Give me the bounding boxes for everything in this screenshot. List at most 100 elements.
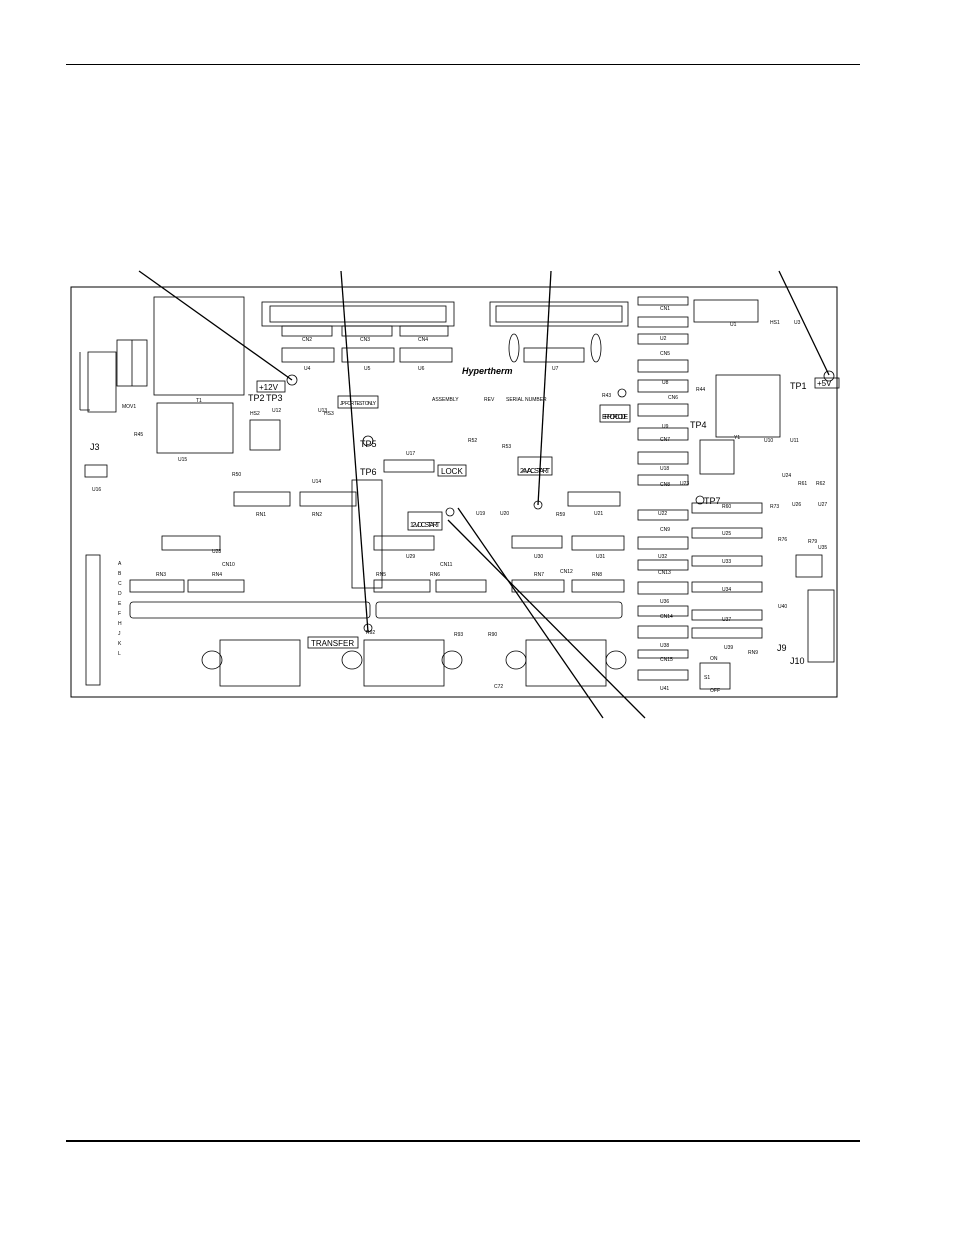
rn-rn8: RN8 xyxy=(592,572,602,578)
misc-r62: R62 xyxy=(816,481,825,487)
callout-line-transfer xyxy=(340,270,369,633)
misc-r76: R76 xyxy=(778,537,787,543)
cn-cn2: CN2 xyxy=(302,337,312,343)
cn-cn9: CN9 xyxy=(660,527,670,533)
cn-cn11: CN11 xyxy=(440,562,453,568)
u-u4: U4 xyxy=(304,366,311,372)
u-u21: U21 xyxy=(594,511,603,517)
misc-t1: T1 xyxy=(196,398,202,404)
row-b: B xyxy=(118,571,122,577)
edge-connector xyxy=(85,554,101,686)
row-a: A xyxy=(118,561,122,567)
silk-on: ON xyxy=(710,656,718,662)
connector-j10 xyxy=(807,589,835,663)
cn-cn4: CN4 xyxy=(418,337,428,343)
small-part xyxy=(84,464,108,478)
led-markers xyxy=(286,370,835,633)
u-u18: U18 xyxy=(660,466,669,472)
misc-y1: Y1 xyxy=(734,435,740,441)
crystal-y1 xyxy=(699,439,735,475)
u-u34: U34 xyxy=(722,587,731,593)
u-u3: U3 xyxy=(794,320,801,326)
callout-line-24vac xyxy=(537,270,552,506)
led-24vac xyxy=(533,500,543,510)
tp-tp2: TP2 xyxy=(248,393,265,403)
u-u19: U19 xyxy=(476,511,485,517)
u-u8: U8 xyxy=(662,380,669,386)
misc-r43: R43 xyxy=(602,393,611,399)
ic-u4 xyxy=(281,347,335,363)
u-u40: U40 xyxy=(778,604,787,610)
tp-tp1: TP1 xyxy=(790,381,807,391)
header-connector-right xyxy=(489,301,629,327)
cn-cn7: CN7 xyxy=(660,437,670,443)
top-rule xyxy=(66,64,860,65)
cn-cn5: CN5 xyxy=(660,351,670,357)
u-u38: U38 xyxy=(660,643,669,649)
misc-c72: C72 xyxy=(494,684,503,690)
cn-cn14: CN14 xyxy=(660,614,673,620)
u-u29: U29 xyxy=(406,554,415,560)
callout-line-5v xyxy=(778,270,830,376)
relay-middle xyxy=(363,639,445,687)
label-12v: +12V xyxy=(259,383,279,392)
callout-line-12v xyxy=(138,270,293,381)
misc-r50: R50 xyxy=(232,472,241,478)
label-error-code: ERROR CODE xyxy=(602,414,628,421)
relay-right xyxy=(525,639,607,687)
bottom-rule xyxy=(66,1140,860,1142)
callout-line-12vdc xyxy=(457,507,604,719)
u-u7: U7 xyxy=(552,366,559,372)
u-u15: U15 xyxy=(178,457,187,463)
u-u33: U33 xyxy=(722,559,731,565)
misc-r60: R60 xyxy=(722,504,731,510)
cn-cn15: CN15 xyxy=(660,657,673,663)
cn-cn3: CN3 xyxy=(360,337,370,343)
tp-tp5: TP5 xyxy=(360,439,377,449)
u-u39: U39 xyxy=(724,645,733,651)
tp7-circle xyxy=(695,495,705,505)
misc-s1: S1 xyxy=(704,675,710,681)
brand-logo-text: Hypertherm xyxy=(462,366,513,376)
row-j: J xyxy=(118,631,121,637)
connector-j10-label: J10 xyxy=(790,656,805,666)
u-u2: U2 xyxy=(660,336,667,342)
board-outline xyxy=(70,286,838,698)
u-u17: U17 xyxy=(406,451,415,457)
u-u27: U27 xyxy=(818,502,827,508)
tp-tp3: TP3 xyxy=(266,393,283,403)
u-u16: U16 xyxy=(92,487,101,493)
cn-cn13: CN13 xyxy=(658,570,671,576)
cn-cn6: CN6 xyxy=(668,395,678,401)
u-u9: U9 xyxy=(662,424,669,430)
led-5v xyxy=(823,370,835,382)
misc-hs2: HS2 xyxy=(250,411,260,417)
label-lock: LOCK xyxy=(441,467,463,476)
switch-s1 xyxy=(699,662,731,690)
rn-rn4: RN4 xyxy=(212,572,222,578)
u-u31: U31 xyxy=(596,554,605,560)
row-h: H xyxy=(118,621,122,627)
misc-r93: R93 xyxy=(454,632,463,638)
label-12vdc: 12VDC START xyxy=(410,522,441,529)
rn-rn6: RN6 xyxy=(430,572,440,578)
misc-r44: R44 xyxy=(696,387,705,393)
misc-r73: R73 xyxy=(770,504,779,510)
u-u24: U24 xyxy=(782,473,791,479)
u-u1: U1 xyxy=(730,322,737,328)
ic-u6 xyxy=(399,347,453,363)
callout-line-lock xyxy=(447,519,646,719)
led-12vdc xyxy=(445,507,455,517)
label-jp-test: JP FOR TEST ONLY xyxy=(340,401,377,407)
u-u20: U20 xyxy=(500,511,509,517)
relay-left xyxy=(219,639,301,687)
u-u13: U13 xyxy=(318,408,327,414)
cn-cn10: CN10 xyxy=(222,562,235,568)
ic-u11-area xyxy=(715,374,781,438)
u-u37: U37 xyxy=(722,617,731,623)
u-u28: U28 xyxy=(212,549,221,555)
